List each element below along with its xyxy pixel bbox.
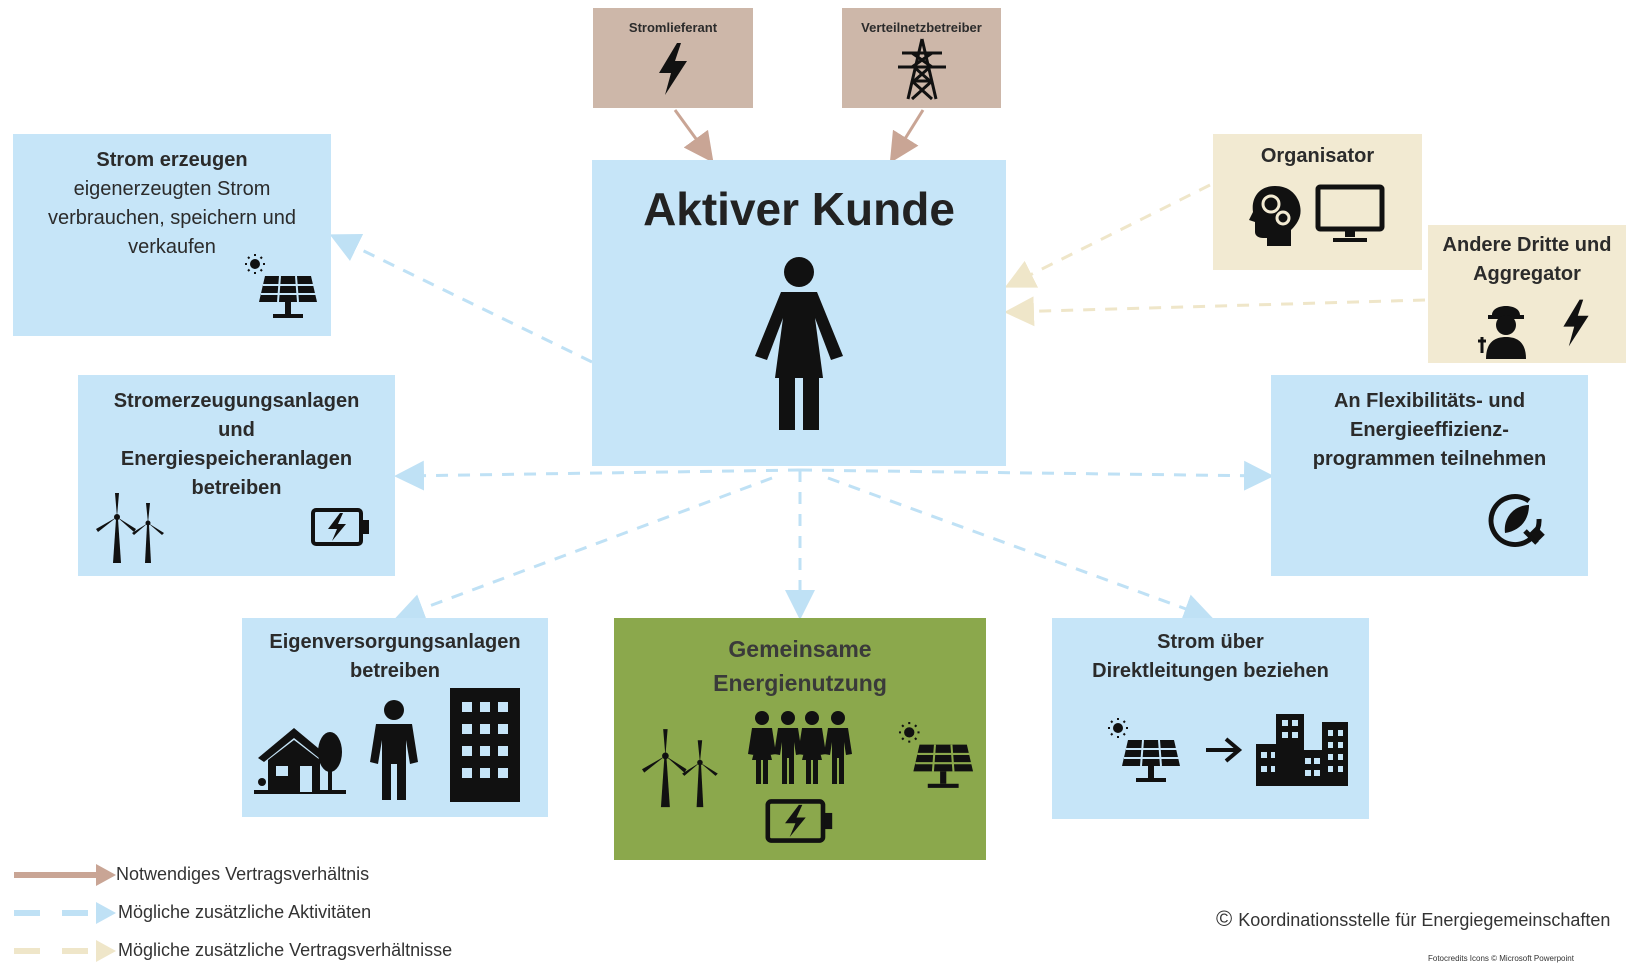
fotocredits: Fotocredits Icons © Microsoft Powerpoint <box>1428 954 1574 963</box>
supplier-box: Stromlieferant <box>593 8 753 108</box>
arrow-bottom-right <box>827 476 1214 623</box>
lightning-icon <box>659 43 687 95</box>
arrow-left-mid <box>394 460 801 491</box>
shared-energy-line1: Gemeinsame <box>728 636 872 662</box>
worker-plug-icon <box>1478 306 1526 359</box>
brain-gears-icon <box>1249 186 1301 246</box>
solar-panel-icon <box>898 722 974 788</box>
operate-plants-line1: Stromerzeugungsanlagen <box>113 390 360 412</box>
solar-panel-icon <box>245 254 317 318</box>
direct-line-box: Strom über Direktleitungen beziehen <box>1052 618 1369 819</box>
lightning-icon <box>1563 299 1589 347</box>
person-icon <box>370 700 418 800</box>
eco-plug-icon <box>1488 494 1545 547</box>
legend-solid-arrow-icon <box>14 864 116 886</box>
arrow-right-icon <box>1206 737 1243 763</box>
legend-activities-label: Mögliche zusätzliche Aktivitäten <box>118 902 372 922</box>
aggregator-line1: Andere Dritte und <box>1442 234 1612 256</box>
operate-plants-line4: betreiben <box>191 477 282 499</box>
generate-power-title: Strom erzeugen <box>96 149 248 171</box>
woman-icon <box>755 257 843 430</box>
dso-label: Verteilnetzbetreiber <box>861 20 982 35</box>
solar-panel-icon <box>1108 718 1180 782</box>
dso-box: Verteilnetzbetreiber <box>842 8 1001 108</box>
legend-additional-contracts-label: Mögliche zusätzliche Vertragsverhältniss… <box>118 940 453 960</box>
generate-power-line1: eigenerzeugten Strom <box>73 178 271 200</box>
flexibility-line2: Energieeffizienz- <box>1350 419 1509 441</box>
house-icon <box>254 728 346 794</box>
direct-line-line2: Direktleitungen beziehen <box>1092 660 1329 682</box>
legend-dashed-blue-arrow-icon <box>14 902 116 924</box>
aggregator-arrow <box>1004 296 1426 327</box>
shared-energy-box: Gemeinsame Energienutzung <box>614 618 986 860</box>
generate-power-line2: verbrauchen, speichern und <box>48 207 296 229</box>
monitor-icon <box>1315 184 1385 242</box>
organisator-box: Organisator <box>1213 134 1422 270</box>
aggregator-box: Andere Dritte und Aggregator <box>1428 225 1626 363</box>
copyright-text: Koordinationsstelle für Energiegemeinsch… <box>1238 910 1611 930</box>
active-customer-title: Aktiver Kunde <box>643 183 955 235</box>
supplier-label: Stromlieferant <box>628 20 718 35</box>
dso-arrow <box>889 109 925 164</box>
flexibility-line3: programmen teilnehmen <box>1312 448 1547 470</box>
generate-power-box: Strom erzeugen eigenerzeugten Strom verb… <box>13 134 331 336</box>
flexibility-line1: An Flexibilitäts- und <box>1333 390 1526 412</box>
arrow-bottom-left <box>394 476 773 623</box>
wind-turbine-icon <box>642 729 718 808</box>
shared-energy-line2: Energienutzung <box>713 670 887 696</box>
operate-plants-box: Stromerzeugungsanlagen und Energiespeich… <box>78 375 395 576</box>
apartment-building-icon <box>450 688 520 802</box>
generate-power-line3: verkaufen <box>128 236 216 258</box>
supplier-arrow <box>673 109 714 163</box>
operate-plants-line3: Energiespeicheranlagen <box>120 448 353 470</box>
arrow-left-top <box>329 234 593 364</box>
self-supply-line1: Eigenversorgungsanlagen <box>269 631 521 653</box>
copyright-line: ©Koordinationsstelle für Energiegemeinsc… <box>1216 906 1610 932</box>
organisator-arrow <box>1004 183 1211 288</box>
legend-dashed-beige-arrow-icon <box>14 940 116 962</box>
copyright-symbol: © <box>1216 906 1233 931</box>
group-of-people-icon <box>748 711 852 784</box>
aggregator-line2: Aggregator <box>1473 263 1581 285</box>
power-pylon-icon <box>897 38 946 101</box>
battery-charging-icon <box>311 508 369 546</box>
organisator-label: Organisator <box>1260 145 1375 167</box>
self-supply-line2: betreiben <box>349 660 441 682</box>
flexibility-box: An Flexibilitäts- und Energieeffizienz- … <box>1271 375 1588 576</box>
arrow-right-mid <box>799 460 1274 491</box>
self-supply-box: Eigenversorgungsanlagen betreiben <box>242 618 548 817</box>
legend-contract-label: Notwendiges Vertragsverhältnis <box>116 864 370 884</box>
direct-line-line1: Strom über <box>1157 631 1264 653</box>
operate-plants-line2: und <box>218 419 255 441</box>
battery-charging-icon <box>765 799 833 843</box>
active-customer-box: Aktiver Kunde <box>592 160 1006 466</box>
wind-turbine-icon <box>96 493 164 563</box>
city-buildings-icon <box>1256 714 1348 786</box>
